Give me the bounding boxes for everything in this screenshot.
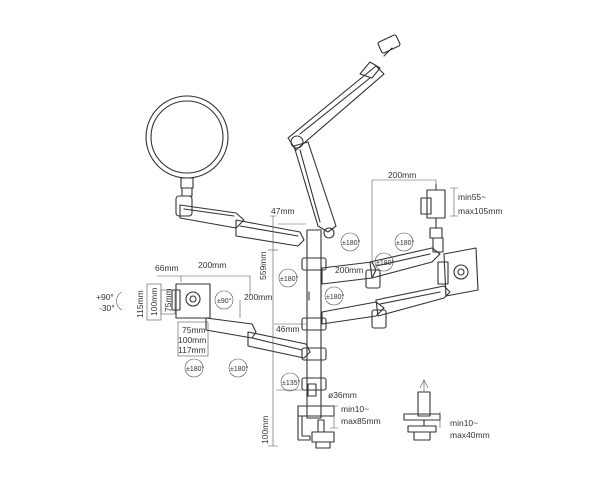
grommet-mount [403,391,441,441]
dim-camera-offset: 200mm [388,170,416,180]
dim-grommet-min: min10~ [450,418,478,428]
rotation-label-7: ±180° [186,365,205,373]
dim-clamp-bottom-min: min10~ [341,404,369,414]
left-monitor-arm [205,317,311,359]
rotation-circle-7 [184,358,204,378]
desk-clamp [297,405,335,449]
dim-clamp-top-max: max105mm [458,206,502,216]
dim-monitor-offset: 66mm [155,263,179,273]
dim-pole-diameter: ø36mm [328,390,357,400]
rotation-label-2: ±180° [396,239,415,247]
dim-clamp-top-min: min55~ [458,192,486,202]
rotation-circle-4 [324,286,344,306]
dim-clamp-height: 100mm [260,416,270,444]
right-vesa-plate [437,247,479,297]
ring-light [145,95,229,197]
right-upper-arm [321,247,441,289]
tilt-arc [116,291,123,311]
dim-center-arm-reach: 200mm [244,292,272,302]
vesa-h75: 75mm [182,325,206,335]
vesa-v115: 115mm [135,290,145,318]
dim-light-arm-offset: 47mm [271,206,295,216]
dim-right-arm-reach: 200mm [335,265,363,275]
dim-monitor-arm-reach: 200mm [198,260,226,270]
rotation-circle-6 [214,290,234,310]
rotation-label-8: ±180° [230,365,249,373]
dimension-lines [157,179,458,447]
vesa-h100: 100mm [178,335,206,345]
vesa-v75: 75mm [163,288,173,312]
main-pole [301,229,327,419]
camera-bracket [420,183,446,253]
tilt-up: +90° [96,292,114,302]
rotation-circle-8 [228,358,248,378]
dim-pole-height: 559mm [258,252,268,280]
vesa-v100: 100mm [149,288,159,316]
rotation-circle-3 [278,268,298,288]
dim-pole-segment: 46mm [276,324,300,334]
right-lower-arm [321,285,451,329]
rotation-label-3: ±180° [280,275,299,283]
microphone-arm [287,34,401,239]
dim-grommet-max: max40mm [450,430,490,440]
rotation-circle-2 [394,232,414,252]
rotation-label-9: ±135° [282,379,301,387]
dim-clamp-bottom-max: max85mm [341,416,381,426]
rotation-markers [116,232,414,392]
rotation-circle-1 [340,232,360,252]
rotation-label-4: ±180° [326,293,345,301]
tilt-down: -30° [99,303,115,313]
vesa-h117: 117mm [178,345,206,355]
rotation-label-5: ±180° [376,259,395,267]
rotation-label-1: ±180° [342,239,361,247]
rotation-circle-5 [374,252,394,272]
vesa-pattern-boxes [146,283,209,357]
rotation-circle-9 [280,372,300,392]
rotation-label-6: ±90° [217,297,232,305]
left-vesa-plate [171,283,211,319]
light-arm [175,195,305,247]
